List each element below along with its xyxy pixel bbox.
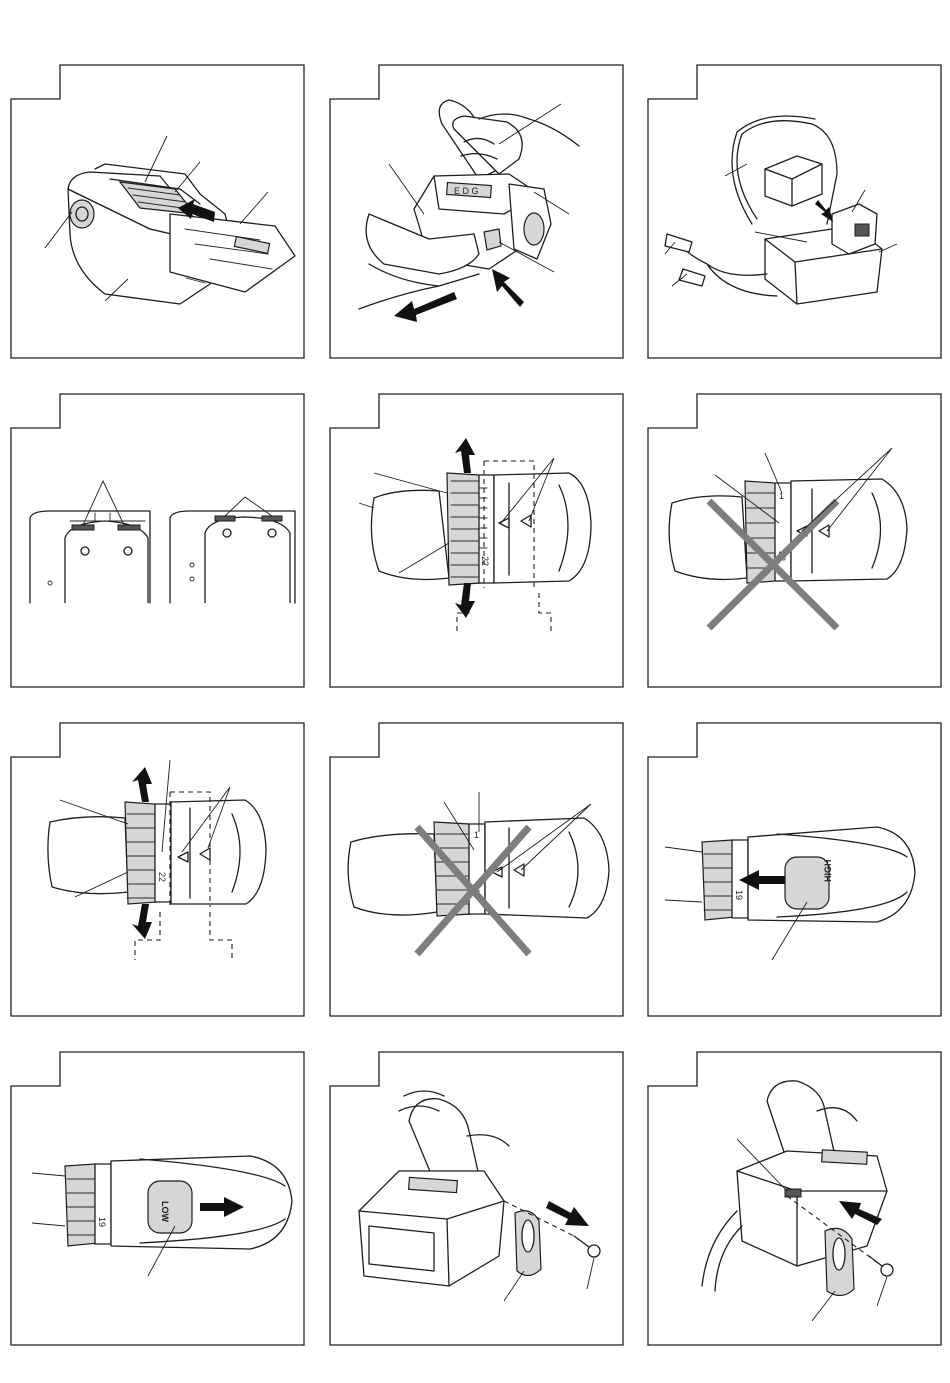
figure-panel-4 xyxy=(10,393,306,689)
figure-panel-2: E D G xyxy=(329,64,625,360)
speed-switch-high-label: HIGH xyxy=(823,860,833,883)
scale-19-label-9: 19 xyxy=(734,890,744,900)
scale-22-label: 22 xyxy=(480,556,490,566)
speed-switch-low-label: LOW xyxy=(160,1201,170,1222)
figure-panel-3 xyxy=(647,64,943,360)
figure-panel-12 xyxy=(647,1051,943,1347)
figure-panel-1 xyxy=(10,64,306,360)
figure-panel-5: 22 xyxy=(329,393,625,689)
figure-panel-8: 22 1 xyxy=(329,722,625,1018)
figure-panel-9: 19 HIGH xyxy=(647,722,943,1018)
figure-panel-11 xyxy=(329,1051,625,1347)
figure-panel-10: 19 LOW xyxy=(10,1051,306,1347)
scale-22-label-7: 22 xyxy=(157,872,167,882)
figure-panel-7: 22 xyxy=(10,722,306,1018)
scale-19-label-10: 19 xyxy=(97,1217,107,1227)
svg-text:E D G: E D G xyxy=(454,186,479,196)
scale-1-label-8: 1 xyxy=(474,830,479,840)
figure-panel-6: 22 1 xyxy=(647,393,943,689)
